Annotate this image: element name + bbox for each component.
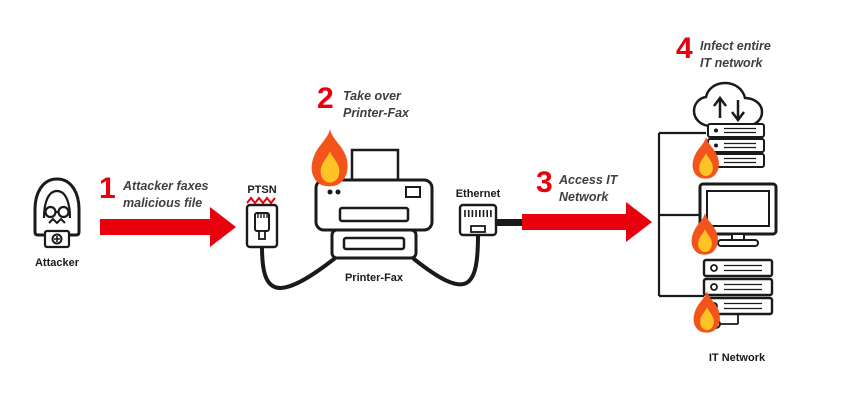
- phone-cable: [260, 245, 336, 290]
- red-wave-icon: [246, 196, 276, 205]
- ethernet-cable: [412, 233, 480, 287]
- step-2-line2: Printer-Fax: [343, 106, 409, 120]
- server-rack-icon: [702, 258, 774, 329]
- printer-icon: [314, 148, 434, 260]
- phone-jack-icon: [245, 196, 279, 249]
- attacker-label: Attacker: [34, 257, 80, 269]
- step-2-label: Take over Printer-Fax: [343, 88, 409, 122]
- step-1-label: Attacker faxes malicious file: [123, 178, 208, 212]
- ethernet-label: Ethernet: [455, 188, 501, 200]
- it-network-label: IT Network: [708, 352, 766, 364]
- step-4-line1: Infect entire: [700, 39, 771, 53]
- ethernet-stub: [496, 219, 522, 226]
- step-3-line1: Access IT: [559, 173, 618, 187]
- attack-arrow-1: [100, 207, 236, 247]
- fire-icon-printer: [311, 129, 348, 187]
- network-tree-lines: [657, 131, 706, 298]
- ethernet-jack-icon: [458, 203, 498, 237]
- step-3-number: 3: [536, 166, 553, 199]
- cloud-sync-icon: [692, 81, 764, 128]
- hacker-icon: [33, 177, 81, 249]
- step-2-number: 2: [317, 82, 334, 115]
- step-3-line2: Network: [559, 190, 609, 204]
- attack-arrow-3: [496, 202, 652, 242]
- step-2-line1: Take over: [343, 89, 401, 103]
- monitor-icon: [698, 182, 778, 247]
- step-3-label: Access IT Network: [559, 172, 617, 206]
- printer-fax-label: Printer-Fax: [344, 272, 404, 284]
- step-4-line2: IT network: [700, 56, 763, 70]
- step-4-number: 4: [676, 32, 693, 65]
- step-1-number: 1: [99, 172, 116, 205]
- step-1-line2: malicious file: [123, 196, 203, 210]
- step-4-label: Infect entire IT network: [700, 38, 771, 72]
- ptsn-label: PTSN: [247, 184, 277, 196]
- step-1-line1: Attacker faxes: [123, 179, 209, 193]
